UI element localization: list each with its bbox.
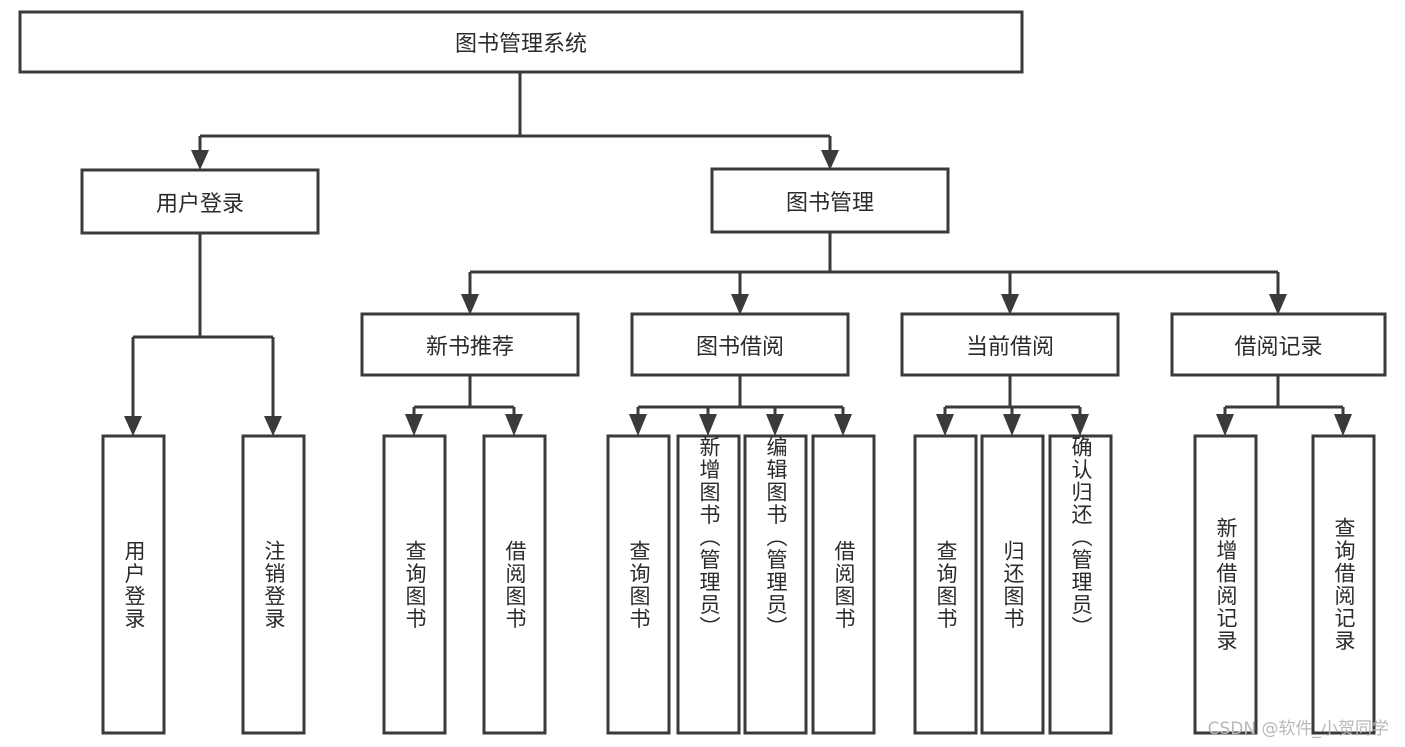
node-box-leaf-confirm-return[interactable] <box>1048 434 1113 735</box>
arrow-to-leaf-user-logout <box>264 416 282 436</box>
arrow-to-leaf-return-book <box>1003 414 1021 436</box>
connector-layer <box>124 72 1352 436</box>
csdn-watermark: CSDN @软件_小贺同学 <box>1207 719 1389 739</box>
node-box-leaf-add-record[interactable] <box>1193 434 1258 735</box>
node-box-root[interactable] <box>18 10 1024 74</box>
arrow-to-leaf-borrow-book-1 <box>505 414 523 436</box>
node-box-new-book-rec[interactable] <box>360 312 580 377</box>
node-box-leaf-query-book-1[interactable] <box>382 434 447 735</box>
arrow-to-leaf-borrow-book-2 <box>834 414 852 436</box>
node-box-borrow-record[interactable] <box>1170 312 1387 377</box>
arrow-root-to-book-manage <box>821 150 839 170</box>
arrow-root-to-user-login <box>191 150 209 170</box>
node-box-leaf-user-login[interactable] <box>101 434 166 735</box>
arrow-to-leaf-query-book-2 <box>629 414 647 436</box>
node-box-leaf-user-logout[interactable] <box>241 434 306 735</box>
arrow-to-book-borrow <box>731 294 749 315</box>
arrow-to-borrow-record <box>1269 294 1287 315</box>
arrow-to-current-borrow <box>1001 294 1019 315</box>
arrow-to-leaf-user-login <box>124 416 142 436</box>
node-box-leaf-borrow-book-1[interactable] <box>482 434 547 735</box>
node-box-book-manage[interactable] <box>710 167 950 234</box>
arrow-to-leaf-query-record <box>1334 414 1352 436</box>
arrow-to-leaf-add-book <box>699 414 717 436</box>
node-box-leaf-return-book[interactable] <box>980 434 1045 735</box>
arrow-to-leaf-query-book-1 <box>405 414 423 436</box>
node-box-leaf-edit-book[interactable] <box>743 434 808 735</box>
node-box-user-login[interactable] <box>80 168 320 235</box>
arrow-to-leaf-edit-book <box>766 414 784 436</box>
node-box-layer <box>18 10 1387 735</box>
arrow-to-new-book-rec <box>461 294 479 315</box>
arrow-to-leaf-confirm-return <box>1071 414 1089 436</box>
node-box-book-borrow[interactable] <box>630 312 850 377</box>
arrow-to-leaf-add-record <box>1216 414 1234 436</box>
node-box-leaf-query-book-2[interactable] <box>606 434 671 735</box>
node-box-current-borrow[interactable] <box>900 312 1120 377</box>
arrow-to-leaf-query-book-3 <box>936 414 954 436</box>
node-box-leaf-query-record[interactable] <box>1311 434 1376 735</box>
node-box-leaf-query-book-3[interactable] <box>913 434 978 735</box>
node-box-leaf-add-book[interactable] <box>676 434 741 735</box>
node-box-leaf-borrow-book-2[interactable] <box>811 434 876 735</box>
